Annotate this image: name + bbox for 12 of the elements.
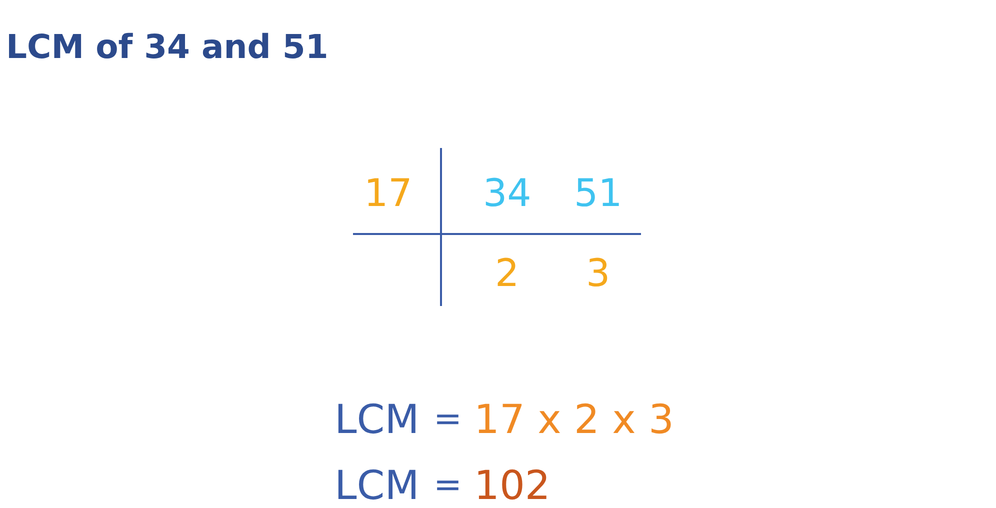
title: LCM of 34 and 51 bbox=[6, 30, 328, 63]
product-expression: 17 x 2 x 3 bbox=[474, 400, 674, 440]
equals-sign: = bbox=[434, 402, 462, 436]
quotient: 2 bbox=[495, 254, 520, 292]
lcm-label: LCM bbox=[334, 400, 420, 440]
number: 51 bbox=[574, 174, 622, 212]
result-value: 102 bbox=[474, 466, 550, 506]
number: 34 bbox=[483, 174, 532, 212]
quotient: 3 bbox=[586, 254, 610, 292]
lcm-label: LCM bbox=[334, 466, 420, 506]
equals-sign: = bbox=[434, 468, 462, 502]
divisor: 17 bbox=[364, 174, 412, 212]
